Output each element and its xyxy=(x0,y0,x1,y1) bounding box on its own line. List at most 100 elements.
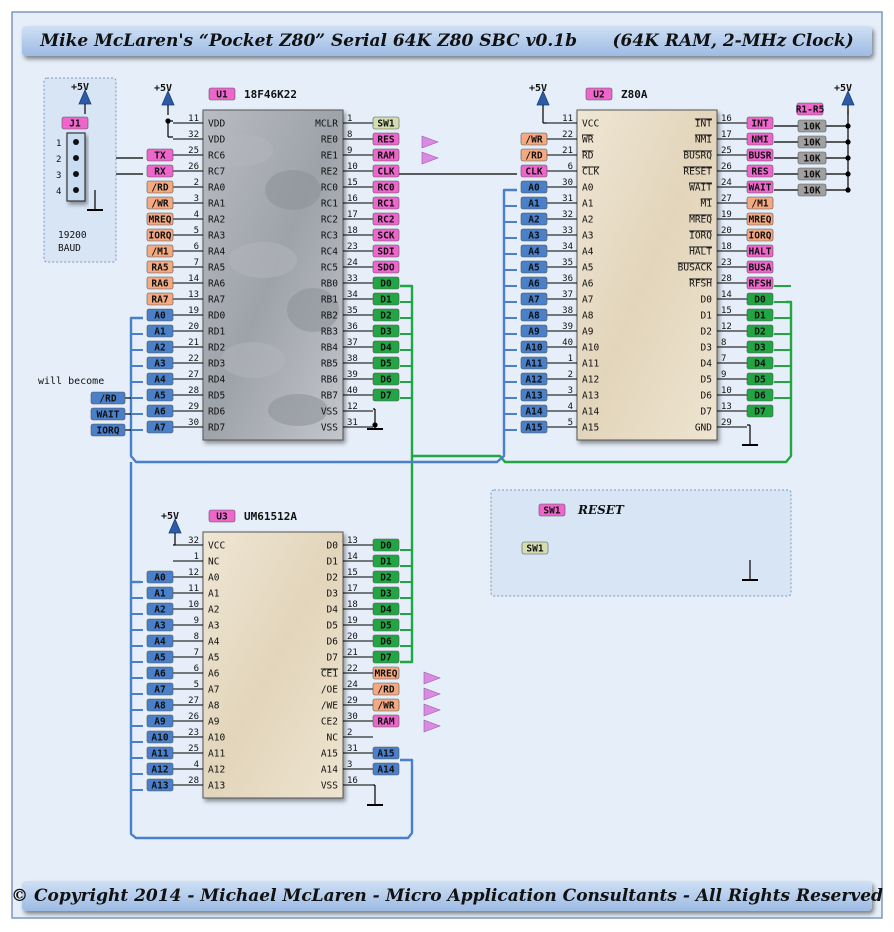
u1-net-label-nWR-text: /WR xyxy=(151,199,168,210)
u2-net-label-D3-box xyxy=(746,340,774,354)
u3-pin-number: 5 xyxy=(194,680,199,690)
u2-pin-name: VCC xyxy=(582,119,599,130)
u2-net-label-INT-text: INT xyxy=(751,119,768,130)
u2-ref-badge-text: U2 xyxy=(593,90,604,101)
u1-net-label-CLK-box xyxy=(372,164,400,178)
u2-net-label-A14-text: A14 xyxy=(525,407,542,418)
u3-net-label-A4: A4 xyxy=(146,634,174,648)
u3-pin-number: 6 xyxy=(194,664,199,674)
u1-net-label-D6-box xyxy=(372,372,400,386)
u2-net-label-A4: A4 xyxy=(520,244,548,258)
u3-pin-name: A8 xyxy=(208,701,220,712)
u1-net-label-RC0-box xyxy=(372,180,400,194)
future-label-box xyxy=(90,391,126,405)
u3-pin-name: A10 xyxy=(208,733,225,744)
u1-camo-pattern xyxy=(213,134,339,426)
u3-pin-number: 11 xyxy=(188,584,199,594)
u1-net-label-A3-box xyxy=(146,356,174,370)
j1-ref-badge-box xyxy=(61,116,89,130)
u1-net-label-D0-text: D0 xyxy=(380,279,392,290)
u3-pin-name: A7 xyxy=(208,685,219,696)
future-label-box xyxy=(90,423,126,437)
u1-pin-number: 14 xyxy=(188,274,199,284)
u2-pin-number: 24 xyxy=(721,178,732,188)
u3-pin-name: A6 xyxy=(208,669,220,680)
u2-net-label-A11-text: A11 xyxy=(525,359,542,370)
u2-net-label-D3: D3 xyxy=(746,340,774,354)
u1-pin-name: RD7 xyxy=(208,423,225,434)
u1-pin-number: 40 xyxy=(347,386,358,396)
u1-ref-badge-box xyxy=(208,87,236,101)
u3-pin-name: A12 xyxy=(208,765,225,776)
u1-pin-name: RC6 xyxy=(208,151,225,162)
u2-net-label-A5-text: A5 xyxy=(528,263,540,274)
sw1-net-label-text: SW1 xyxy=(526,544,543,555)
re1-output-arrow xyxy=(421,151,439,165)
u3-net-label-A4-text: A4 xyxy=(154,637,166,648)
u2-pin-number: 34 xyxy=(562,242,573,252)
u2-net-label-D0-box xyxy=(746,292,774,306)
u1-pin-name: VSS xyxy=(321,407,338,418)
u2-net-label-WAIT: WAIT xyxy=(746,180,774,194)
u1-net-label-RA7: RA7 xyxy=(146,292,174,306)
sw1-region xyxy=(490,489,792,597)
u3-pin-number: 30 xyxy=(347,712,358,722)
u1-net-label-A3-text: A3 xyxy=(154,359,166,370)
u2-net-label-D4: D4 xyxy=(746,356,774,370)
u2-pin-name: NMI xyxy=(695,135,712,146)
u1-pin-number: 6 xyxy=(194,242,199,252)
u2-net-label-nWR-text: /WR xyxy=(525,135,542,146)
u2-net-label-WAIT-box xyxy=(746,180,774,194)
u2-net-label-D7-box xyxy=(746,404,774,418)
u1-net-label-TX-text: TX xyxy=(154,151,166,162)
sw1-name-label: RESET xyxy=(577,503,625,517)
u1-pin-number: 28 xyxy=(188,386,199,396)
u3-pin-name: D3 xyxy=(327,589,338,600)
u2-pin-name: A14 xyxy=(582,407,599,418)
u1-net-label-A5-text: A5 xyxy=(154,391,166,402)
u2-pin-number: 26 xyxy=(721,162,732,172)
u3-pin-name: VSS xyxy=(321,781,338,792)
j1-power-symbol: +5V xyxy=(71,82,92,114)
u3-pin-name: CE1 xyxy=(321,669,338,680)
u1-net-label-SCK-text: SCK xyxy=(377,231,394,242)
u3-net-label-A13: A13 xyxy=(146,778,174,792)
u2-pin-name: RFSH xyxy=(689,279,712,290)
u3-pin-name: NC xyxy=(327,733,338,744)
u3-net-label-MREQ: MREQ xyxy=(372,666,400,680)
u1-pin-name: RA4 xyxy=(208,247,225,258)
u1-net-label-A5-box xyxy=(146,388,174,402)
u1-net-label-D2-box xyxy=(372,308,400,322)
u2-net-label-A4-text: A4 xyxy=(528,247,540,258)
u1-pin-number: 4 xyxy=(194,210,199,220)
u1-pin-name: RB2 xyxy=(321,311,338,322)
u3-body xyxy=(202,531,344,799)
address-bus-blue-u3 xyxy=(129,462,414,840)
u2-net-label-A7-text: A7 xyxy=(528,295,539,306)
u2-pin-name: A9 xyxy=(582,327,594,338)
u2-pin-number: 17 xyxy=(721,130,732,140)
u2-pin-name: A7 xyxy=(582,295,593,306)
u3-pin-number: 29 xyxy=(347,696,358,706)
u2-pin-number: 33 xyxy=(562,226,573,236)
u1-net-label-A0-text: A0 xyxy=(154,311,166,322)
u1-pin-number: 13 xyxy=(188,290,199,300)
u2-net-label-A15: A15 xyxy=(520,420,548,434)
u3-net-label-D7-box xyxy=(372,650,400,664)
u3-net-label-nWR: /WR xyxy=(372,698,400,712)
u3-net-label-nRD-box xyxy=(372,682,400,696)
u1-net-label-MREQ-text: MREQ xyxy=(149,215,172,226)
u1-pin-name: RD6 xyxy=(208,407,225,418)
u1-net-label-nRD-box xyxy=(146,180,174,194)
u3-net-label-A2-text: A2 xyxy=(154,605,165,616)
u2-pin-name: A15 xyxy=(582,423,599,434)
u3-pin-name: D7 xyxy=(327,653,338,664)
u1-body xyxy=(202,109,344,441)
u1-net-label-MREQ-box xyxy=(146,212,174,226)
j1-pin-dot xyxy=(73,155,79,161)
u1-pin-number: 9 xyxy=(347,146,352,156)
u3-net-label-A13-box xyxy=(146,778,174,792)
u1-pin-name: RD1 xyxy=(208,327,225,338)
u2-pin-number: 30 xyxy=(562,178,573,188)
pullup-power-symbol: +5V xyxy=(834,83,855,115)
